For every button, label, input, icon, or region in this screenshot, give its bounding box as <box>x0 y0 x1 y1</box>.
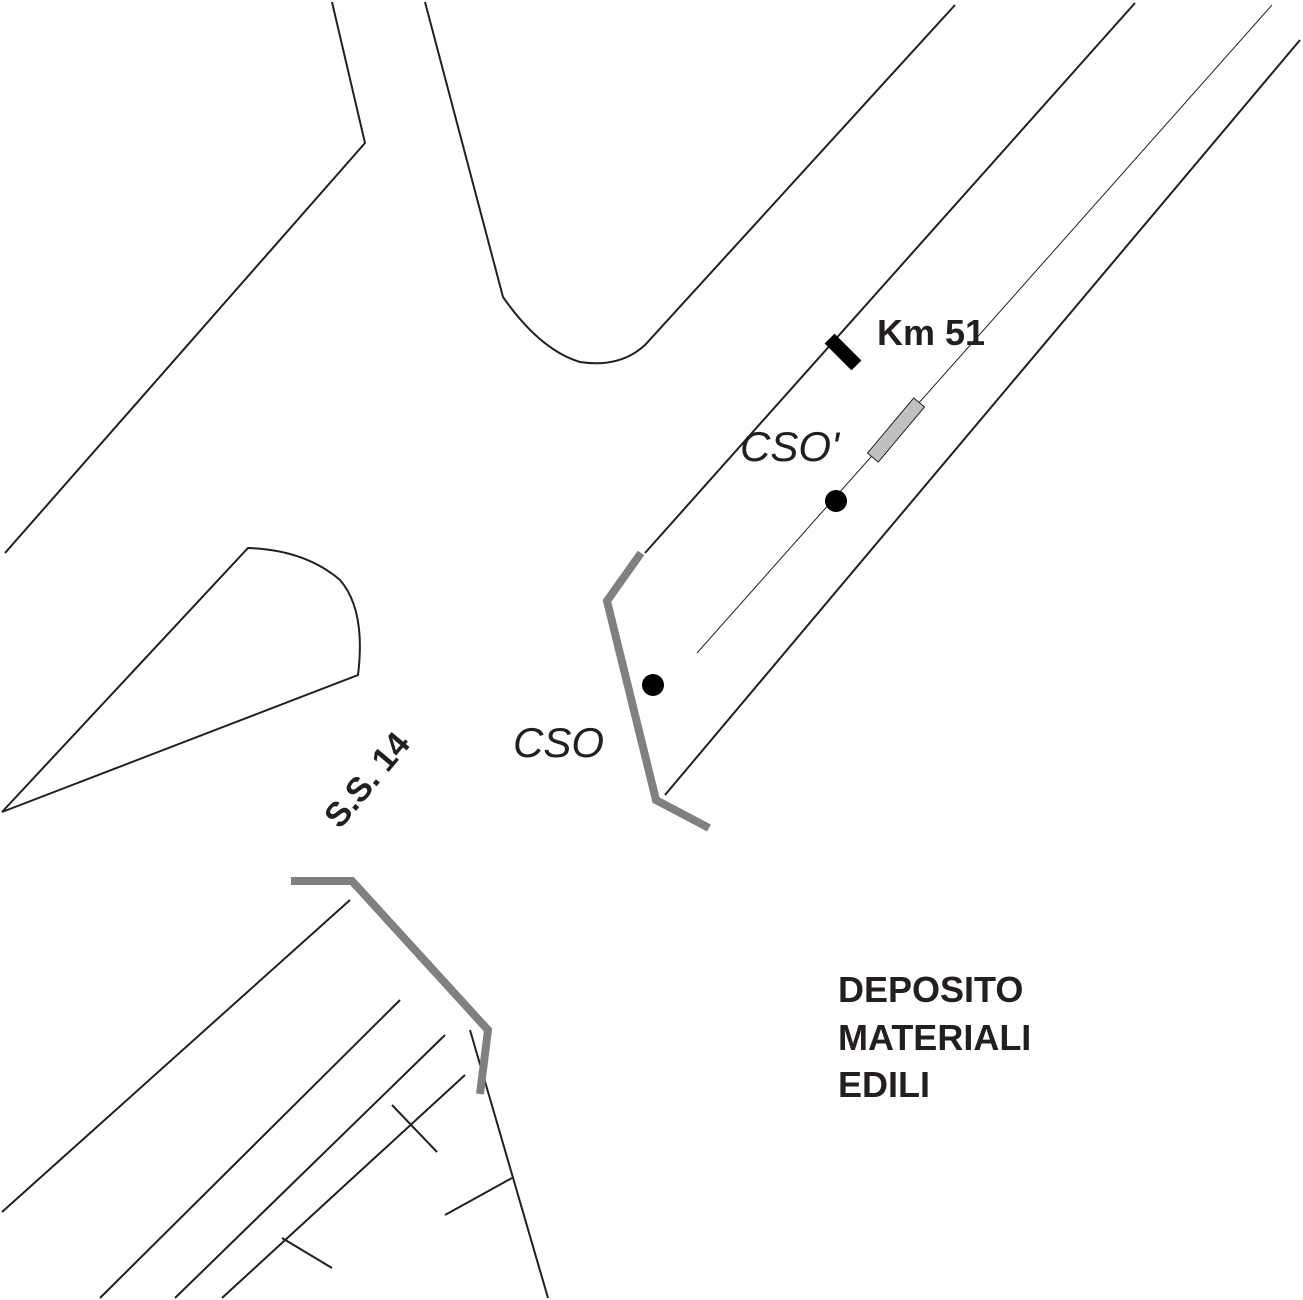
km-label: Km 51 <box>877 312 985 353</box>
guardrail-east <box>602 550 711 832</box>
road-edge-island <box>1 546 361 813</box>
road-label: S.S. 14 <box>317 725 418 835</box>
point-cso <box>642 674 664 696</box>
point-cso-prime <box>825 490 847 512</box>
tick-3 <box>281 1237 333 1269</box>
road-edge-upper-left <box>4 1 367 554</box>
centerline <box>696 4 1273 654</box>
cso-prime-label: CSO' <box>740 423 841 470</box>
deposito-label-line2: MATERIALI <box>838 1017 1031 1058</box>
road-edge-ne-right <box>664 39 1301 796</box>
road-edge-sw-lane-2 <box>174 1034 446 1299</box>
road-edge-north-curve <box>424 1 956 365</box>
road-edge-sw-outer <box>1 899 351 1213</box>
deposito-label-line3: EDILI <box>838 1064 930 1105</box>
guardrail-south <box>291 877 493 1095</box>
km-marker <box>824 333 862 371</box>
deposito-label-line1: DEPOSITO <box>838 969 1023 1010</box>
guardrails <box>291 550 711 1095</box>
road-edge-sw-lane-3 <box>221 1074 466 1299</box>
road-edge-sw-lane-1 <box>99 999 401 1299</box>
tick-2 <box>444 1177 513 1216</box>
cso-label: CSO <box>513 719 604 766</box>
cso-prime-marker <box>866 397 926 463</box>
tick-1 <box>391 1104 438 1153</box>
road-edge-ne-left <box>644 2 1136 554</box>
